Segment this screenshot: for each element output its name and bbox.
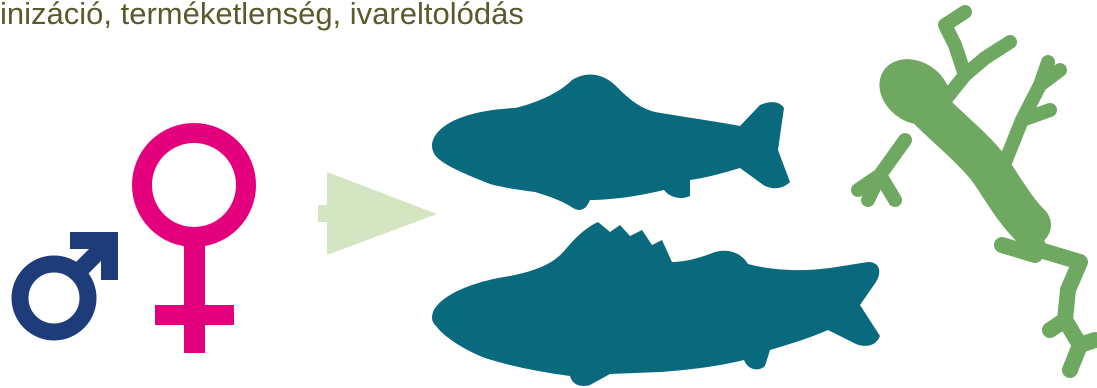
female-symbol-icon <box>142 133 246 353</box>
perch-body <box>432 222 880 386</box>
female-stem <box>184 237 205 353</box>
frog-icon <box>858 12 1095 370</box>
frog-arm-front-right <box>945 12 1010 100</box>
frog-leg-thigh <box>1002 245 1035 255</box>
perch-fish-icon <box>432 222 880 386</box>
male-symbol-icon <box>20 232 118 332</box>
trout-body <box>432 74 790 209</box>
frog-leg-upper-right <box>1000 62 1060 175</box>
trout-fish-icon <box>432 74 790 209</box>
male-ring <box>20 264 88 332</box>
frog-arm-front-left <box>858 140 905 200</box>
female-crossbar <box>155 305 234 325</box>
female-ring <box>142 133 246 237</box>
arrow-shape <box>318 172 437 255</box>
arrow-right-icon <box>318 172 437 255</box>
